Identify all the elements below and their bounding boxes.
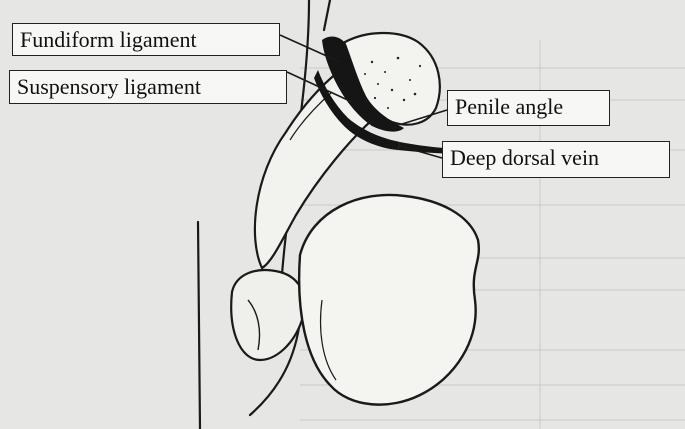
suspensory-ligament-label: Suspensory ligament	[9, 70, 287, 104]
penile-angle-label: Penile angle	[447, 90, 610, 126]
scrotum	[299, 195, 479, 405]
fundiform-ligament-label: Fundiform ligament	[12, 23, 280, 56]
deep-dorsal-vein-label: Deep dorsal vein	[442, 141, 670, 178]
